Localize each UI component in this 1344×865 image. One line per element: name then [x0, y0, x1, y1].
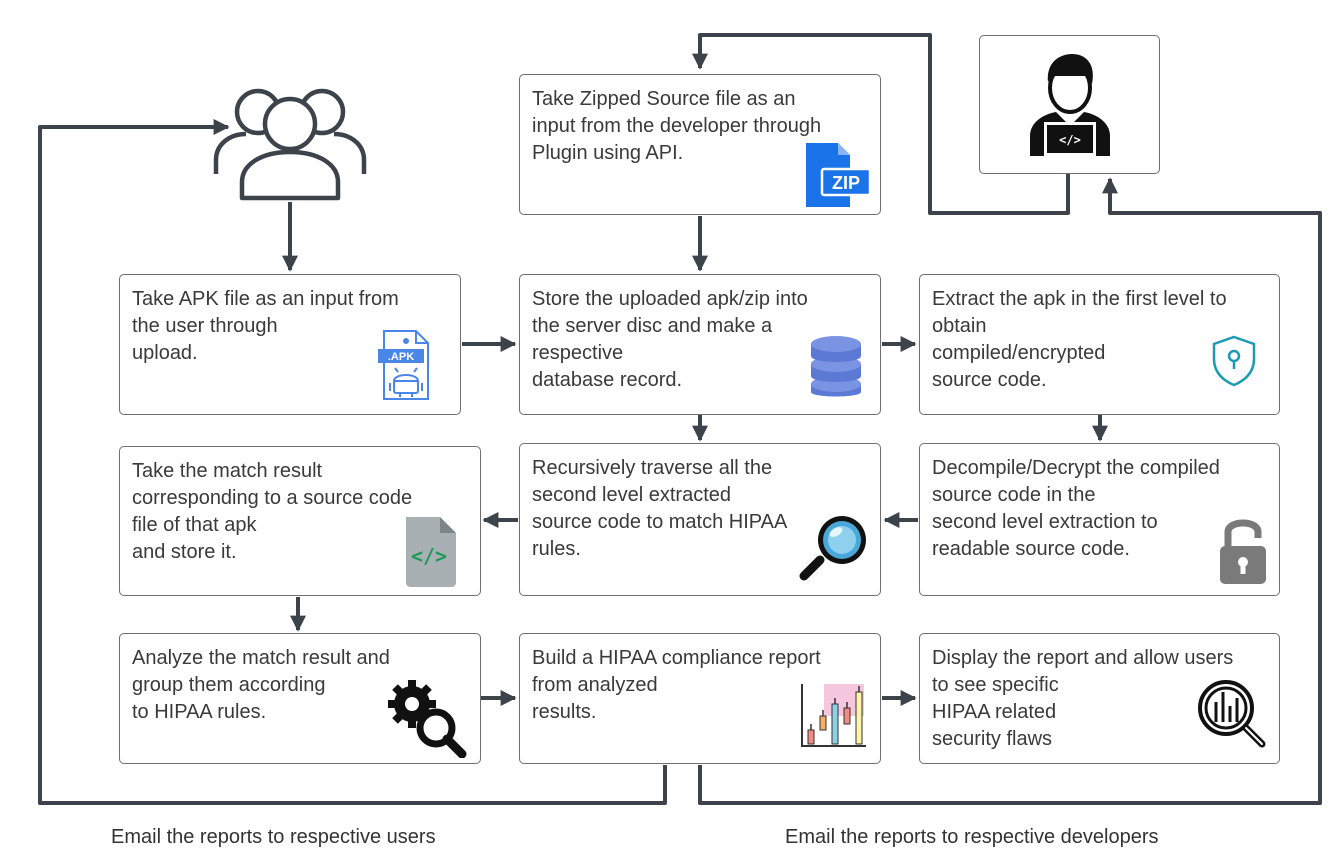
step-text: Store the uploaded apk/zip into the serv…	[532, 288, 808, 391]
gears-search-icon	[386, 676, 468, 759]
step-extract: Extract the apk in the first level to ob…	[919, 274, 1280, 415]
magnifier-icon	[798, 512, 870, 584]
caption-email-developers: Email the reports to respective develope…	[785, 826, 1159, 848]
step-text: Recursively traverse all the second leve…	[532, 457, 788, 560]
step-match-store: Take the match result corresponding to a…	[119, 446, 481, 596]
step-zip-input: Take Zipped Source file as an input from…	[519, 74, 881, 215]
step-decompile: Decompile/Decrypt the compiled source co…	[919, 443, 1280, 596]
step-text: Take the match result corresponding to a…	[132, 460, 413, 563]
code-file-icon: </>	[402, 517, 458, 587]
database-icon	[809, 332, 863, 402]
step-text: Analyze the match result and group them …	[132, 647, 390, 723]
developer-icon: </>	[1026, 52, 1114, 158]
data-search-icon	[1196, 678, 1268, 750]
arrow-developer-to-zip	[692, 33, 1070, 215]
svg-text:</>: </>	[411, 544, 447, 568]
step-store: Store the uploaded apk/zip into the serv…	[519, 274, 881, 415]
developer-box: </>	[979, 35, 1160, 174]
zip-file-icon: ZIP	[804, 143, 872, 207]
arrow-email-developers	[698, 177, 1322, 805]
users-icon	[210, 78, 370, 203]
shield-lock-icon	[1212, 335, 1256, 387]
apk-file-icon: .APK	[378, 329, 434, 401]
chart-icon	[800, 682, 868, 748]
svg-text:.APK: .APK	[388, 351, 414, 363]
step-traverse: Recursively traverse all the second leve…	[519, 443, 881, 596]
step-apk-input: Take APK file as an input from the user …	[119, 274, 461, 415]
step-analyze: Analyze the match result and group them …	[119, 633, 481, 764]
unlock-icon	[1218, 516, 1268, 586]
step-text: Build a HIPAA compliance report from ana…	[532, 647, 821, 723]
arrow-email-users	[38, 119, 667, 805]
svg-text:ZIP: ZIP	[832, 173, 860, 193]
step-text: Display the report and allow users to se…	[932, 647, 1234, 750]
step-text: Extract the apk in the first level to ob…	[932, 288, 1227, 391]
step-text: Take APK file as an input from the user …	[132, 288, 399, 364]
step-display: Display the report and allow users to se…	[919, 633, 1280, 764]
svg-text:</>: </>	[1059, 133, 1081, 147]
caption-email-users: Email the reports to respective users	[111, 826, 436, 848]
step-text: Decompile/Decrypt the compiled source co…	[932, 457, 1220, 560]
step-build-report: Build a HIPAA compliance report from ana…	[519, 633, 881, 764]
step-text: Take Zipped Source file as an input from…	[532, 88, 822, 164]
